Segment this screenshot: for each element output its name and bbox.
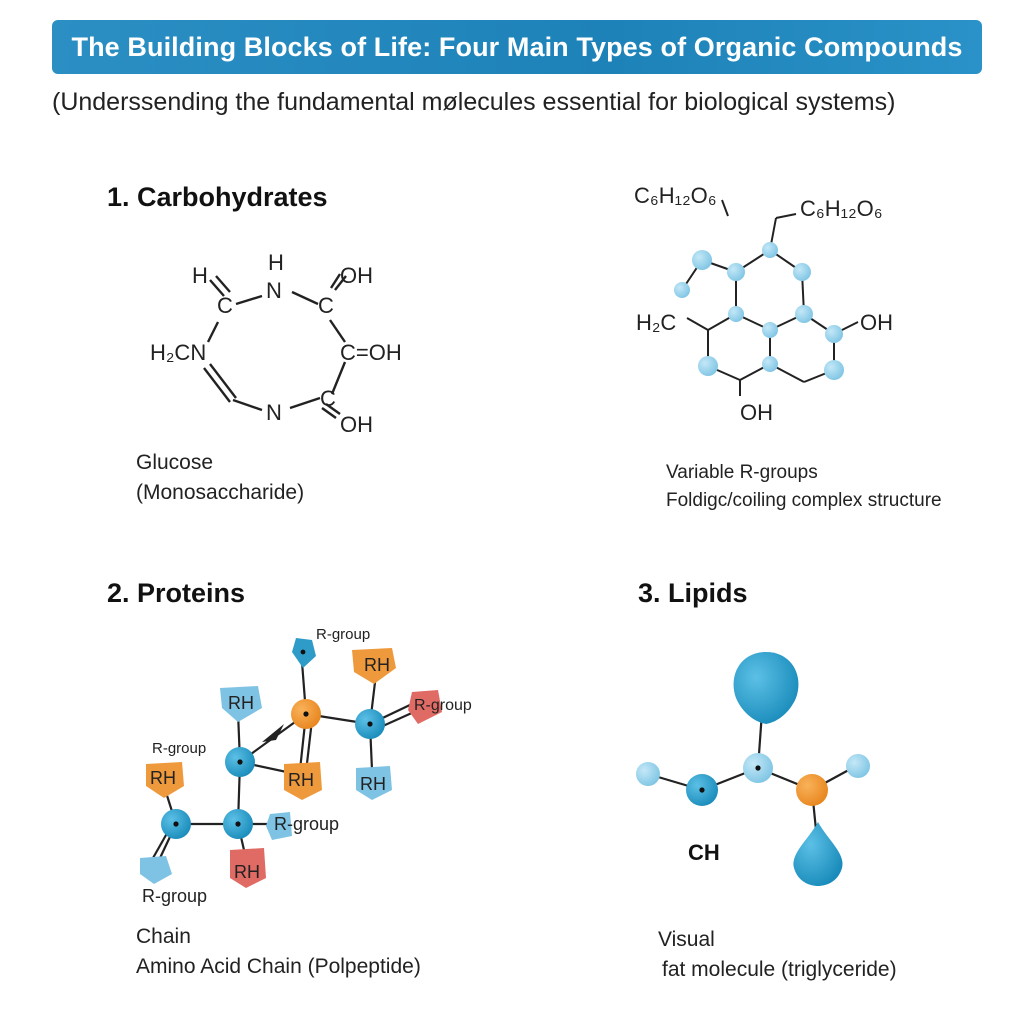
complex-atom — [793, 263, 811, 281]
label-rh-red-bottom: RH — [234, 862, 260, 882]
label-rgroup-mid: R-group — [274, 814, 339, 834]
atom-h-top: H — [268, 250, 284, 275]
protein-caption-chain: Chain — [136, 925, 191, 948]
complex-atom — [762, 356, 778, 372]
complex-atom — [692, 250, 712, 270]
complex-atom — [674, 282, 690, 298]
rh-blob-blue-left — [220, 686, 262, 722]
atom-c-eq-oh: C=OH — [340, 340, 402, 365]
atom-n-top: N — [266, 278, 282, 303]
complex-atom — [728, 306, 744, 322]
label-rgroup-red: R-group — [414, 697, 472, 714]
lipid-ch-label: CH — [688, 840, 720, 865]
complex-atom — [795, 305, 813, 323]
label-rgroup-left: R-group — [152, 740, 206, 757]
atom-c-topright: C — [318, 293, 334, 318]
title-banner: The Building Blocks of Life: Four Main T… — [52, 20, 982, 74]
atom-h-left: H — [192, 263, 208, 288]
lipid-atom-right — [846, 754, 870, 778]
label-rgroup-top: R-group — [316, 626, 370, 643]
lipid-structure: CH — [636, 652, 870, 886]
oh-bottom-label: OH — [740, 400, 773, 425]
folding-caption: Foldigc/coiling complex structure — [666, 490, 942, 511]
rgroup-blob-mid — [266, 812, 292, 840]
r-groups-caption: Variable R-groups — [666, 462, 818, 483]
atom-oh-bottom: OH — [340, 412, 373, 437]
rh-blob-orange-left — [146, 762, 184, 798]
atom-n-bottom: N — [266, 400, 282, 425]
formula-right: C₆H₁₂O₆ — [800, 196, 883, 221]
glucose-structure — [203, 273, 347, 419]
complex-atom — [727, 263, 745, 281]
page-title: The Building Blocks of Life: Four Main T… — [71, 31, 963, 62]
h2c-label: H₂C — [636, 310, 676, 335]
label-rh-orange-mid: RH — [288, 770, 314, 790]
atom-c-bottomright: C — [320, 386, 336, 411]
glucose-caption: Glucose (Monosaccharide) — [136, 448, 304, 508]
complex-atom — [825, 325, 843, 343]
lipid-atom-c3 — [796, 774, 828, 806]
protein-caption-polypeptide: Amino Acid Chain (Polpeptide) — [136, 955, 421, 978]
arrow-icon — [262, 724, 284, 742]
lipids-heading: 3. Lipids — [638, 578, 748, 608]
atom-oh-top: OH — [340, 263, 373, 288]
label-rh-blue-mid: RH — [360, 774, 386, 794]
formula-left: C₆H₁₂O₆ — [634, 183, 717, 208]
label-rgroup-bottom: R-group — [142, 886, 207, 906]
lipid-tail-bottom — [793, 822, 843, 886]
rgroup-blob-bottom — [140, 856, 172, 884]
lipid-atom-left — [636, 762, 660, 786]
complex-atom — [824, 360, 844, 380]
complex-structure: C₆H₁₂O₆ C₆H₁₂O₆ H₂C OH OH — [634, 183, 893, 425]
rh-blob-orange-mid — [284, 762, 322, 800]
rh-blob-orange-top — [352, 648, 396, 684]
label-rh-orange-top: RH — [364, 655, 390, 675]
label-rh-orange-left: RH — [150, 768, 176, 788]
proteins-heading: 2. Proteins — [107, 578, 246, 608]
rgroup-blob-red — [408, 690, 442, 724]
glucose-caption-name: Glucose — [136, 451, 214, 474]
rh-blob-red-bottom — [230, 848, 266, 888]
glucose-caption-type: (Monosaccharide) — [136, 481, 305, 504]
complex-atom — [762, 242, 778, 258]
protein-chain: R-group RH RH R-group R-group RH RH RH R… — [140, 626, 472, 906]
carbohydrates-heading: 1. Carbohydrates — [107, 182, 328, 212]
lipid-caption: Visual fat molecule (triglyceride) — [658, 925, 897, 985]
protein-caption: Chain Amino Acid Chain (Polpeptide) — [136, 922, 421, 982]
glucose-atom-labels: H H N C C OH H₂CN C=OH N C OH — [150, 250, 402, 437]
complex-structure-caption: Variable R-groups Foldigc/coiling comple… — [666, 459, 942, 515]
complex-atom — [698, 356, 718, 376]
atom-h2cn: H₂CN — [150, 340, 206, 365]
lipid-caption-visual: Visual — [658, 928, 715, 951]
page-subtitle: (Underssending the fundamental mølecules… — [52, 88, 896, 116]
oh-right-label: OH — [860, 310, 893, 335]
label-rh-blue-left: RH — [228, 693, 254, 713]
lipid-caption-triglyceride: fat molecule (triglyceride) — [662, 958, 897, 981]
complex-atom — [762, 322, 778, 338]
atom-c-topleft: C — [217, 293, 233, 318]
lipid-head-top — [733, 652, 799, 724]
rh-blob-blue-mid — [356, 766, 392, 800]
